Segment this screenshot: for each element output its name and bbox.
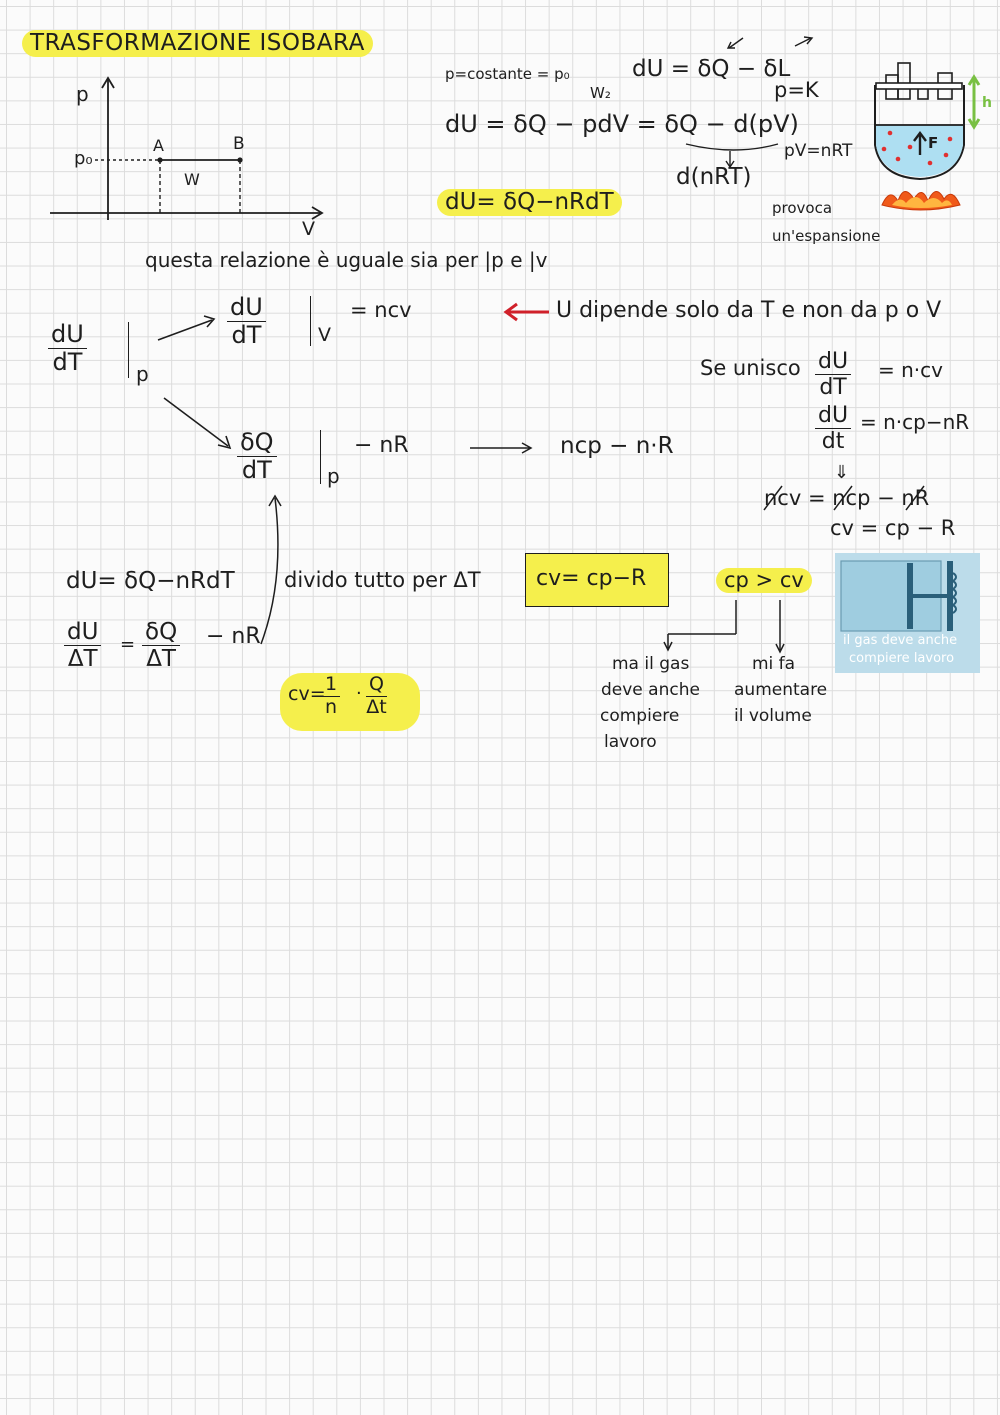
deltat-den-bottom-1: ΔT [67,646,98,673]
piston-container-drawing [874,62,981,211]
work-label: W [184,170,200,189]
red-arrow [503,302,549,322]
dt-denominator-v: dT [231,321,262,350]
cp-cv-arrows [663,600,785,654]
minus-nr-bottom: − nR [206,624,261,649]
relation-note: questa relazione è uguale sia per |p e |… [145,248,548,272]
note-left-line-3: compiere [600,706,680,726]
page-title: TRASFORMAZIONE ISOBARA [22,30,373,57]
dq-dt-fraction: δQ dT [237,429,277,485]
eval-bar-v [310,296,311,346]
implies-arrow [470,442,533,454]
cancel-strokes [763,485,925,511]
note-left-line-2: deve anche [601,680,700,700]
internal-energy-note: U dipende solo da T e non da p o V [556,298,942,323]
substitution-bracket [685,143,779,169]
dt-denominator: dT [52,348,83,377]
note-left-line-4: lavoro [604,732,657,752]
first-law-arrows [726,36,814,49]
one-over-n: 1 n [322,674,341,718]
du-dt-fraction-v: dU dT [227,294,266,350]
equals-sign: = [120,634,136,655]
du-num-right-2: dU [815,404,852,430]
expanded-first-law: dU = δQ − pdV = δQ − d(pV) [445,110,799,138]
constant-pressure-text: p=costante = p₀ [445,65,570,83]
point-b-label: B [233,134,245,154]
mayer-relation-box [525,553,669,607]
q-num: Q [366,674,387,697]
minus-nr: − nR [354,433,409,458]
force-label: F [928,134,939,152]
image-caption-1: il gas deve anche [843,633,958,648]
note-right-line-2: aumentare [734,680,828,700]
dot-sign: · [356,683,362,704]
dt-den-right-1: dT [819,375,847,401]
one-num: 1 [322,674,341,697]
note-left-line-1: ma il gas [612,654,690,674]
pressure-constant-k: p=K [774,78,819,102]
piston-cylinder-icon [840,560,957,632]
highlighted-isobaric-equation: dU= δQ−nRdT [437,189,622,216]
branch-arrows [157,315,232,450]
deltat-den: Δt [366,695,387,718]
n-cv-equality: = n·cv [878,358,943,382]
isobaric-equation-bottom: dU= δQ−nRdT [66,568,235,594]
note-right-line-3: il volume [734,706,812,726]
dq-num-bottom: δQ [142,620,181,647]
note-right-line-1: mi fa [752,654,796,674]
eval-bar-p [128,322,129,378]
subscript-p: p [136,362,149,386]
work-illustration: il gas deve anche compiere lavoro [835,553,980,673]
subscript-p2: p [327,464,340,488]
axis-v-label: V [302,218,315,240]
divide-note: divido tutto per ΔT [284,568,481,592]
image-caption-2: compiere lavoro [849,651,955,666]
mayer-relation-right: cv = cp − R [830,516,956,540]
deltat-den-bottom-2: ΔT [146,646,176,673]
cp-greater-cv: cp > cv [716,568,812,593]
cancelled-equation: ncv = ncp − nR [764,486,930,510]
axis-p-label: p [76,82,89,106]
implies-down-arrow: ⇓ [834,462,850,483]
expansion-note-2: un'espansione [772,227,881,245]
cv-formula-highlight [280,673,420,731]
ncp-minus-nr: ncp − n·R [560,433,674,459]
dt-denominator-q: dT [241,456,272,485]
pv-graph [50,76,324,220]
dt-den-right-2: dt [821,429,845,455]
first-law-equation: dU = δQ − δL [632,56,791,82]
du-numerator: dU [48,321,87,350]
mayer-relation-boxed: cv= cp−R [536,566,647,591]
dq-deltat-fraction: δQ ΔT [142,620,181,673]
du-numerator-v: dU [227,294,266,323]
p0-label: p₀ [74,148,93,169]
dq-numerator: δQ [237,429,277,458]
w2-label: W₂ [590,84,611,102]
cv-lhs: cv= [288,683,326,705]
q-over-dt: Q Δt [366,674,387,718]
n-den: n [325,695,338,718]
point-a-label: A [153,136,164,155]
n-cp-minus-nr: = n·cp−nR [860,410,970,434]
expansion-note-1: provoca [772,199,833,217]
curved-arrow [260,494,282,645]
du-num-bottom: dU [64,620,102,647]
du-dt-right-1: dU dT [815,350,852,401]
ideal-gas-law: pV=nRT [784,141,853,161]
du-deltat-fraction: dU ΔT [64,620,102,673]
height-label: h [982,95,992,111]
subscript-v: V [318,324,331,346]
du-dt-fraction: dU dT [48,321,87,377]
se-unisco-text: Se unisco [700,356,801,380]
eval-bar-p2 [320,430,321,484]
d-nrt-term: d(nRT) [676,164,752,190]
ncv-equality: = ncv [350,298,412,322]
du-dt-right-2: dU dt [815,404,852,455]
du-num-right-1: dU [815,350,852,376]
